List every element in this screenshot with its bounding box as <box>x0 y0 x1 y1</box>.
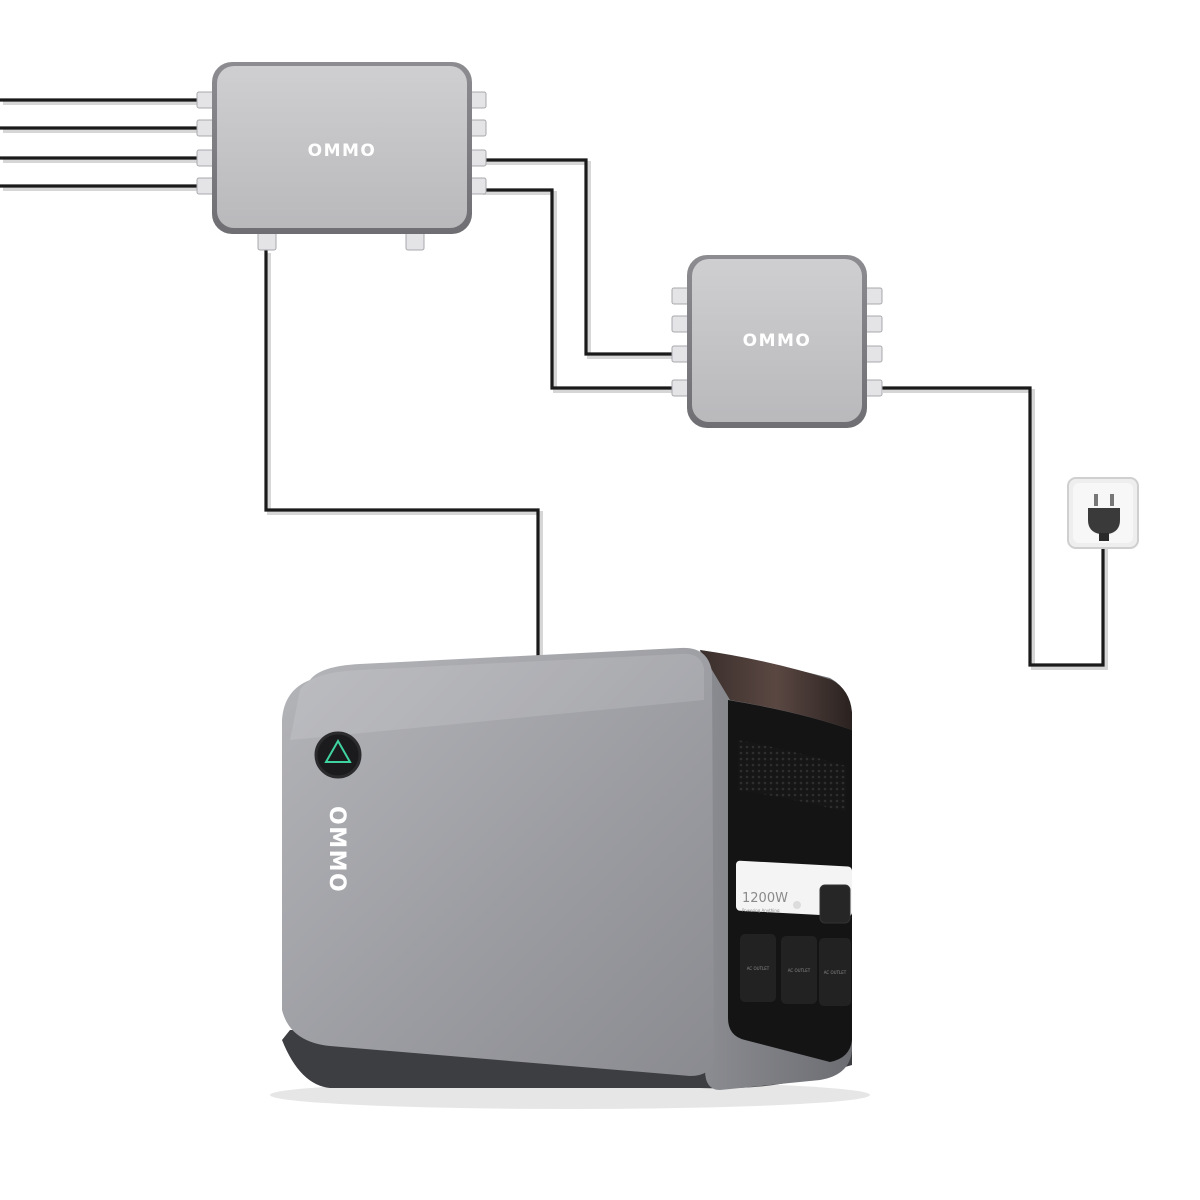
station-body <box>282 647 714 1076</box>
plug-icon <box>1088 508 1120 534</box>
indicator-icon <box>793 901 801 909</box>
ac-outlet-label-1: AC OUTLET <box>747 966 770 971</box>
power-button[interactable] <box>819 884 851 924</box>
cables <box>0 98 1108 670</box>
hub-small: OMMO <box>671 255 883 428</box>
power-rating: 1200W <box>742 891 788 906</box>
hub-large-logo: OMMO <box>308 141 377 161</box>
hub-large: OMMO <box>196 62 487 251</box>
logo-badge <box>314 731 362 779</box>
station-cable <box>264 250 540 658</box>
hub-link-cable-2 <box>480 188 678 390</box>
station-logo: OMMO <box>324 806 349 893</box>
ac-outlet-3[interactable] <box>819 938 851 1006</box>
rating-caption: Powering Anything <box>742 908 780 913</box>
ac-outlet-1[interactable] <box>740 934 776 1002</box>
ac-outlet-2[interactable] <box>781 936 817 1004</box>
wall-outlet-cable <box>880 386 1105 667</box>
brand-mark-icon <box>324 738 352 763</box>
hub-link-cable-1 <box>480 158 678 356</box>
wall-outlet <box>1067 477 1139 549</box>
power-station: 1200W Powering Anything AC OUTLET AC OUT… <box>270 647 870 1109</box>
hub-small-logo: OMMO <box>743 331 812 351</box>
ac-outlet-label-3: AC OUTLET <box>824 970 847 975</box>
ac-outlet-label-2: AC OUTLET <box>788 968 811 973</box>
